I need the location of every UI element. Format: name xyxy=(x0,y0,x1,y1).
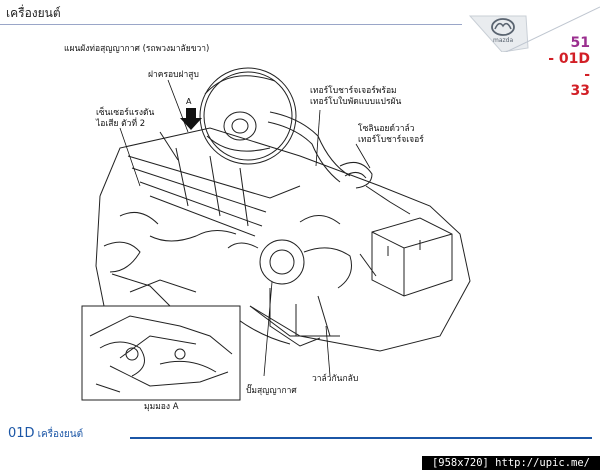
engine-illustration: A xyxy=(81,67,471,401)
page-number-section: - 01D - xyxy=(548,51,590,83)
page-number: 51 - 01D - 33 xyxy=(544,35,590,99)
upload-watermark: [958x720] http://upic.me/ xyxy=(422,456,600,470)
footer-code: 01D xyxy=(8,426,35,441)
arrow-label: A xyxy=(186,97,192,106)
manual-page: เครื่องยนต์ mazda 51 - 01D - 33 xyxy=(0,0,600,442)
exhaust-pressure-sensor-label: เซ็นเซอร์แรงดัน ไอเสีย ตัวที่ 2 xyxy=(96,108,155,129)
mazda-logo-icon xyxy=(491,18,515,36)
turbocharger-label: เทอร์โบชาร์จเจอร์พร้อม เทอร์โบใบพัดแบบแป… xyxy=(310,86,402,107)
section-title: เครื่องยนต์ xyxy=(6,6,61,20)
brand-logo: mazda xyxy=(462,0,600,53)
view-a-arrow-icon xyxy=(180,108,202,130)
diagram-title: แผนผังท่อสุญญากาศ (รถพวงมาลัยขวา) xyxy=(64,44,210,54)
footer-label: เครื่องยนต์ xyxy=(37,429,84,440)
turbo-solenoid-valve-label: โซลินอยด์วาล์ว เทอร์โบชาร์จเจอร์ xyxy=(358,124,424,145)
check-valve-label: วาล์วกันกลับ xyxy=(312,374,359,384)
vacuum-pump-label: ปั๊มสุญญากาศ xyxy=(246,386,297,396)
cylinder-head-cover-label: ฝาครอบฝาสูบ xyxy=(148,70,199,80)
page-number-current: 33 xyxy=(570,83,590,99)
page-number-total: 51 xyxy=(570,35,590,51)
logo-wordmark: mazda xyxy=(493,37,513,44)
footer-divider xyxy=(130,437,592,439)
view-a-label: มุมมอง A xyxy=(144,402,179,412)
vacuum-hose-diagram: A แผนผังท่อสุญญากาศ (รถพวงมาลัยขวา) ฝาคร… xyxy=(0,36,600,421)
header-divider xyxy=(0,24,465,25)
